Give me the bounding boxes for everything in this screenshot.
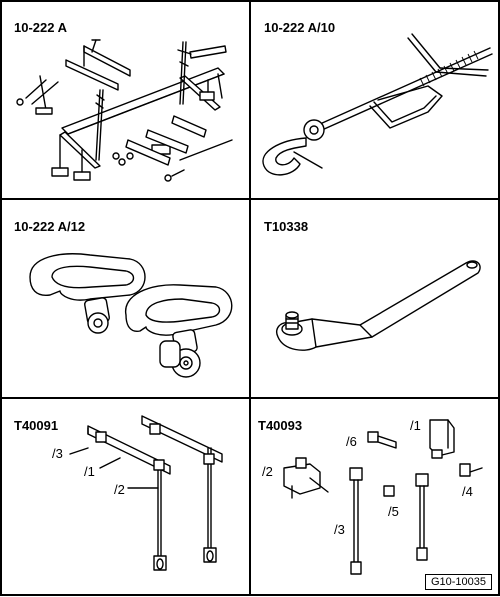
callout-t40093-5: /5 (388, 504, 399, 519)
t40091-illustration (69, 415, 223, 571)
support-bridge-illustration (16, 39, 233, 182)
callout-t40093-2: /2 (262, 464, 273, 479)
wrench-illustration (276, 260, 481, 351)
callout-t40091-3: /3 (52, 446, 63, 461)
callout-t40093-1: /1 (410, 418, 421, 433)
cell-title-10-222-a-10: 10-222 A/10 (264, 20, 336, 35)
callout-t40093-3: /3 (334, 522, 345, 537)
hook-spindle-illustration (262, 33, 493, 176)
shackles-illustration (29, 253, 233, 378)
cell-title-t40093: T40093 (258, 418, 303, 433)
cell-title-10-222-a-12: 10-222 A/12 (14, 219, 86, 234)
callout-t40093-4: /4 (462, 484, 473, 499)
cell-title-10-222-a: 10-222 A (14, 20, 67, 35)
cell-title-t40091: T40091 (14, 418, 59, 433)
figure-reference: G10-10035 (424, 574, 492, 590)
t40093-illustration (283, 419, 483, 575)
cell-title-t10338: T10338 (264, 219, 309, 234)
callout-t40093-6: /6 (346, 434, 357, 449)
callout-t40091-2: /2 (114, 482, 125, 497)
callout-t40091-1: /1 (84, 464, 95, 479)
